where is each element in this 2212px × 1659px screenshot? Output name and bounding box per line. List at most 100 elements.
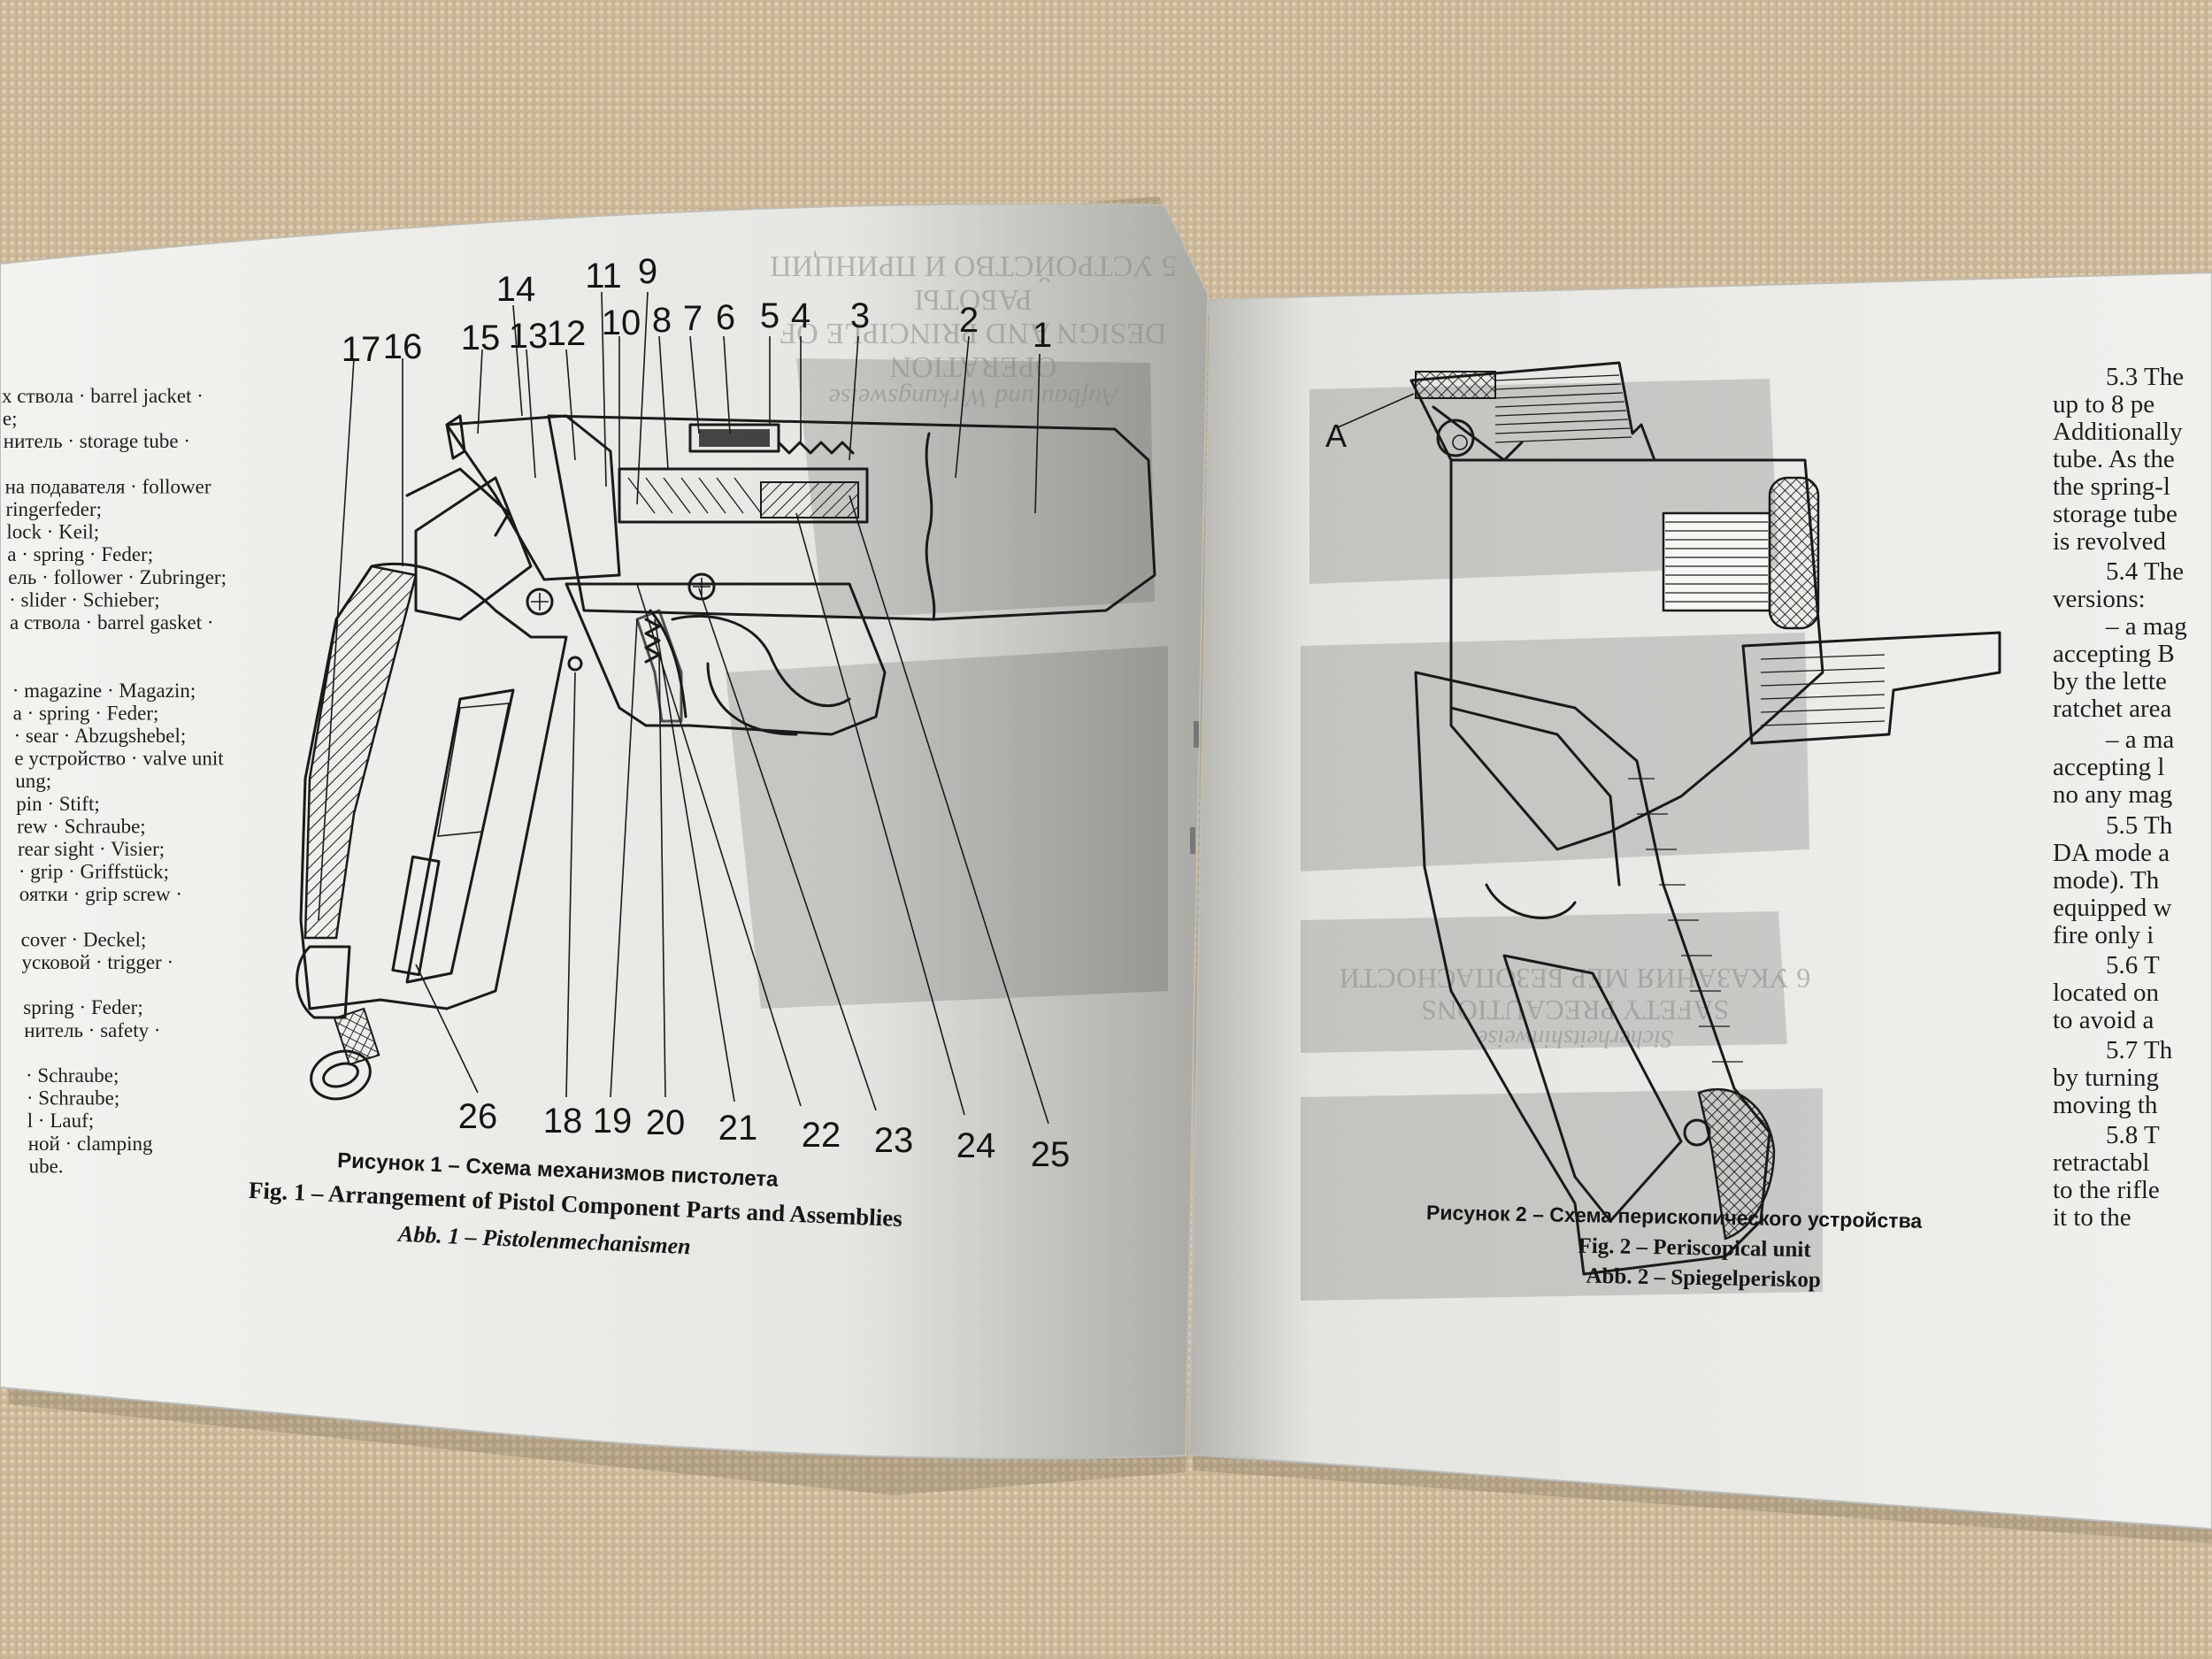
legend-line: · Schraube; — [26, 1064, 119, 1087]
svg-text:Aufbau und Wirkungsweise: Aufbau und Wirkungsweise — [829, 383, 1120, 412]
legend-line: · slider · Schieber; — [9, 588, 160, 611]
column-line: accepting l — [2053, 753, 2164, 781]
legend-line: · magazine · Magazin; — [12, 680, 196, 702]
legend-line: ель · follower · Zubringer; — [8, 566, 227, 588]
column-line: to the rifle — [2053, 1176, 2160, 1204]
legend-line: усковой · trigger · — [22, 951, 174, 973]
callout-14: 14 — [496, 270, 536, 309]
callout-19: 19 — [593, 1102, 633, 1141]
show-through-silhouette-right — [1301, 379, 1823, 1301]
pistol-diagram — [296, 291, 1156, 1125]
parts-legend: х ствола · barrel jacket ·е;нитель · sto… — [2, 385, 227, 1177]
staple-lower — [1190, 827, 1195, 854]
column-line: it to the — [2053, 1203, 2131, 1232]
column-line: – a mag — [2105, 612, 2187, 641]
callout-4: 4 — [791, 296, 810, 335]
column-line: 5.6 T — [2106, 951, 2160, 979]
column-line: mode). Th — [2053, 866, 2160, 895]
callout-20: 20 — [646, 1103, 686, 1142]
legend-line: ringerfeder; — [6, 498, 103, 520]
svg-text:Sicherheitshinweise: Sicherheitshinweise — [1477, 1025, 1673, 1052]
callout-26: 26 — [458, 1097, 498, 1136]
legend-line: а · spring · Feder; — [7, 543, 153, 565]
svg-text:OPERATION: OPERATION — [890, 350, 1057, 383]
caption-2-de: Abb. 2 – Spiegelperiskop — [1586, 1264, 1821, 1293]
column-line: is revolved — [2053, 527, 2167, 556]
column-line: the spring-l — [2053, 472, 2170, 501]
column-line: 5.3 The — [2106, 363, 2184, 391]
callout-11: 11 — [585, 257, 622, 296]
callout-16: 16 — [383, 327, 423, 366]
legend-line: ube. — [29, 1155, 64, 1177]
callouts-top: 17 16 15 14 13 12 11 9 10 8 7 6 5 4 3 2 … — [342, 252, 1052, 369]
legend-line: е; — [3, 408, 18, 430]
left-faint-heading: 5 УСТРОЙСТВО И ПРИНЦИП РАБОТЫ DESIGN AND… — [770, 250, 1177, 412]
column-line: fire only i — [2053, 921, 2154, 949]
column-line: to avoid a — [2053, 1006, 2154, 1034]
callout-3: 3 — [850, 296, 870, 335]
svg-text:DESIGN AND PRINCIPLE OF: DESIGN AND PRINCIPLE OF — [780, 317, 1166, 349]
legend-line: spring · Feder; — [23, 996, 142, 1018]
svg-text:6 УКАЗАНИЯ МЕР БЕЗОПАСНОСТИ: 6 УКАЗАНИЯ МЕР БЕЗОПАСНОСТИ — [1340, 963, 1811, 995]
column-line: by turning — [2053, 1064, 2159, 1092]
legend-line: а ствола · barrel gasket · — [10, 611, 214, 634]
column-line: retractabl — [2053, 1148, 2149, 1177]
legend-line: l · Lauf; — [27, 1110, 94, 1132]
legend-line: lock · Keil; — [6, 521, 99, 543]
column-line: 5.8 T — [2106, 1121, 2160, 1149]
callout-15: 15 — [461, 319, 501, 357]
callout-10: 10 — [602, 303, 641, 342]
periscope-diagram — [1337, 361, 2001, 1276]
column-line: located on — [2053, 979, 2159, 1007]
callout-23: 23 — [874, 1121, 914, 1160]
column-line: DA mode a — [2053, 839, 2170, 867]
callout-5: 5 — [760, 296, 780, 335]
callout-7: 7 — [683, 299, 703, 338]
column-line: accepting B — [2053, 640, 2175, 668]
column-line: – a ma — [2105, 726, 2174, 754]
legend-line: cover · Deckel; — [21, 928, 147, 950]
legend-line: на подавателя · follower — [5, 475, 211, 497]
right-faint-heading: 6 УКАЗАНИЯ МЕР БЕЗОПАСНОСТИ SAFETY PRECA… — [1340, 963, 1811, 1052]
callouts-bottom: 26 18 19 20 21 22 23 24 25 — [458, 1097, 1071, 1174]
caption-2-en: Fig. 2 – Periscopical unit — [1578, 1234, 1811, 1263]
column-line: by the lette — [2053, 667, 2167, 695]
column-line: Additionally — [2053, 418, 2183, 446]
column-line: 5.7 Th — [2106, 1036, 2173, 1064]
svg-text:5 УСТРОЙСТВО И ПРИНЦИП: 5 УСТРОЙСТВО И ПРИНЦИП — [770, 250, 1177, 282]
column-line: ratchet area — [2053, 695, 2172, 723]
callout-2: 2 — [959, 301, 979, 340]
legend-line: а · spring · Feder; — [13, 702, 159, 724]
legend-line: оятки · grip screw · — [19, 883, 182, 905]
column-line: 5.4 The — [2106, 557, 2184, 586]
column-line: up to 8 pe — [2053, 390, 2154, 419]
legend-line: ung; — [15, 770, 51, 792]
callout-22: 22 — [802, 1116, 841, 1155]
legend-line: е устройство · valve unit — [14, 748, 224, 770]
legend-line: ной · clamping — [28, 1133, 153, 1155]
callout-17: 17 — [342, 330, 381, 369]
legend-line: х ствола · barrel jacket · — [2, 385, 204, 407]
callout-18: 18 — [543, 1102, 583, 1141]
svg-text:SAFETY PRECAUTIONS: SAFETY PRECAUTIONS — [1421, 995, 1729, 1026]
front-panel — [1662, 511, 1771, 612]
column-line: moving th — [2053, 1091, 2158, 1119]
callout-13: 13 — [509, 317, 549, 356]
column-line: equipped w — [2053, 894, 2172, 922]
callout-25: 25 — [1031, 1135, 1071, 1174]
legend-line: pin · Stift; — [16, 793, 100, 815]
staple-upper — [1194, 721, 1199, 748]
column-line: versions: — [2053, 585, 2146, 613]
legend-line: rear sight · Visier; — [18, 838, 165, 860]
left-page — [0, 203, 1210, 1460]
legend-line: нитель · storage tube · — [4, 430, 190, 452]
callout-8: 8 — [652, 301, 672, 340]
callout-24: 24 — [956, 1126, 996, 1165]
column-line: storage tube — [2053, 500, 2177, 528]
legend-line: нитель · safety · — [24, 1019, 160, 1041]
callout-12: 12 — [547, 314, 587, 353]
callout-9: 9 — [638, 252, 657, 291]
legend-line: rew · Schraube; — [17, 815, 146, 837]
